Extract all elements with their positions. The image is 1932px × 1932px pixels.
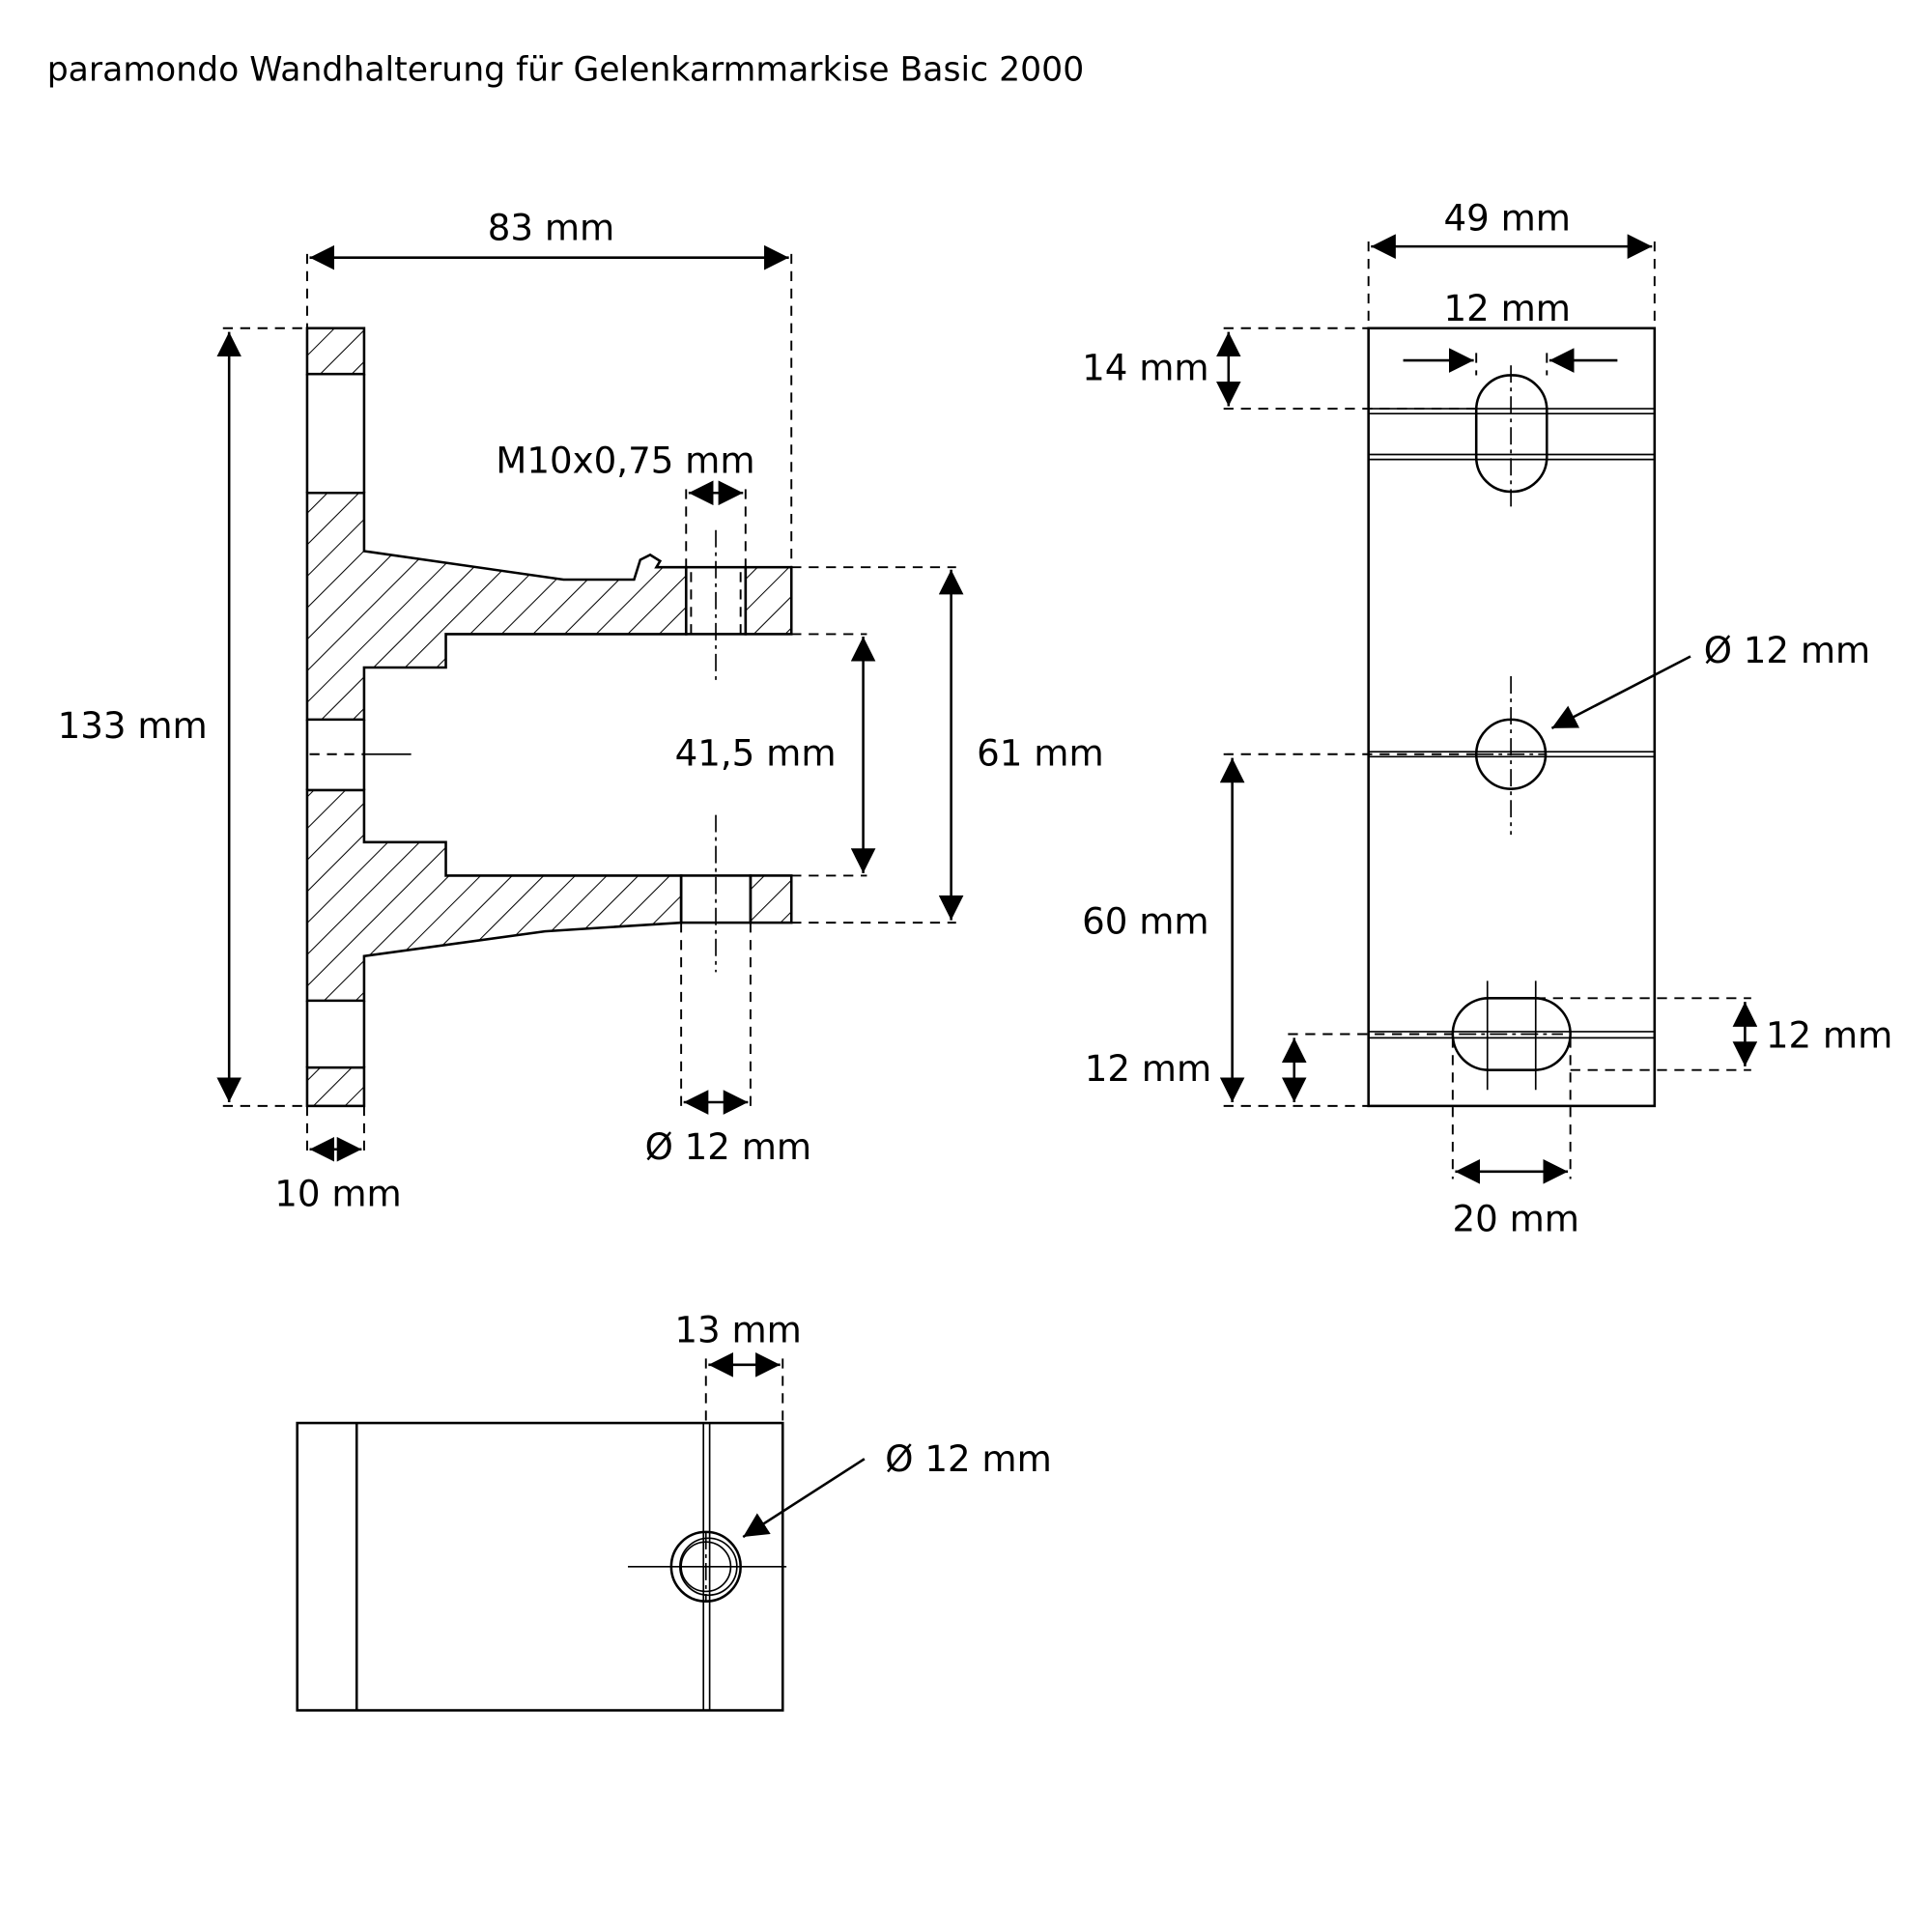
dim-offset-label: 13 mm bbox=[674, 1309, 801, 1351]
dim-inner-label: 41,5 mm bbox=[675, 731, 837, 774]
flange-top bbox=[305, 327, 366, 376]
dim-slot-length-label: 20 mm bbox=[1452, 1197, 1578, 1239]
dim-plate-width-label: 49 mm bbox=[1444, 196, 1571, 239]
dim-top-offset-label: 14 mm bbox=[1082, 347, 1208, 389]
front-view: 49 mm 12 mm 14 mm Ø 12 mm 60 mm 12 mm 12… bbox=[1082, 196, 1892, 1239]
side-view: 83 mm 133 mm M10x0,75 mm 41,5 mm 61 mm Ø… bbox=[58, 207, 1104, 1215]
dim-center-hole-label: Ø 12 mm bbox=[1704, 629, 1871, 671]
dim-height-label: 133 mm bbox=[58, 704, 208, 747]
flange-bottom bbox=[305, 1065, 366, 1108]
dim-width-label: 83 mm bbox=[488, 207, 614, 249]
dim-outer-label: 61 mm bbox=[977, 731, 1103, 774]
dim-spacing-label: 60 mm bbox=[1082, 900, 1208, 943]
dim-slot-height-label: 12 mm bbox=[1766, 1014, 1892, 1057]
plate-outline bbox=[1367, 327, 1657, 1108]
drawing-title: paramondo Wandhalterung für Gelenkarmmar… bbox=[47, 50, 1085, 89]
dim-thread-label: M10x0,75 mm bbox=[496, 440, 754, 482]
body-lower-tip bbox=[749, 874, 793, 924]
body-upper bbox=[305, 491, 688, 722]
dim-top-hole-label: Ø 12 mm bbox=[885, 1437, 1052, 1480]
dim-flange-label: 10 mm bbox=[274, 1173, 401, 1215]
dim-slot-width-label: 12 mm bbox=[1444, 287, 1571, 329]
body-upper-tip bbox=[744, 565, 793, 636]
body-lower bbox=[305, 788, 683, 1003]
dim-hole-label: Ø 12 mm bbox=[645, 1125, 812, 1168]
dim-bottom-offset-label: 12 mm bbox=[1085, 1047, 1211, 1090]
top-view: 13 mm Ø 12 mm bbox=[296, 1309, 1052, 1712]
